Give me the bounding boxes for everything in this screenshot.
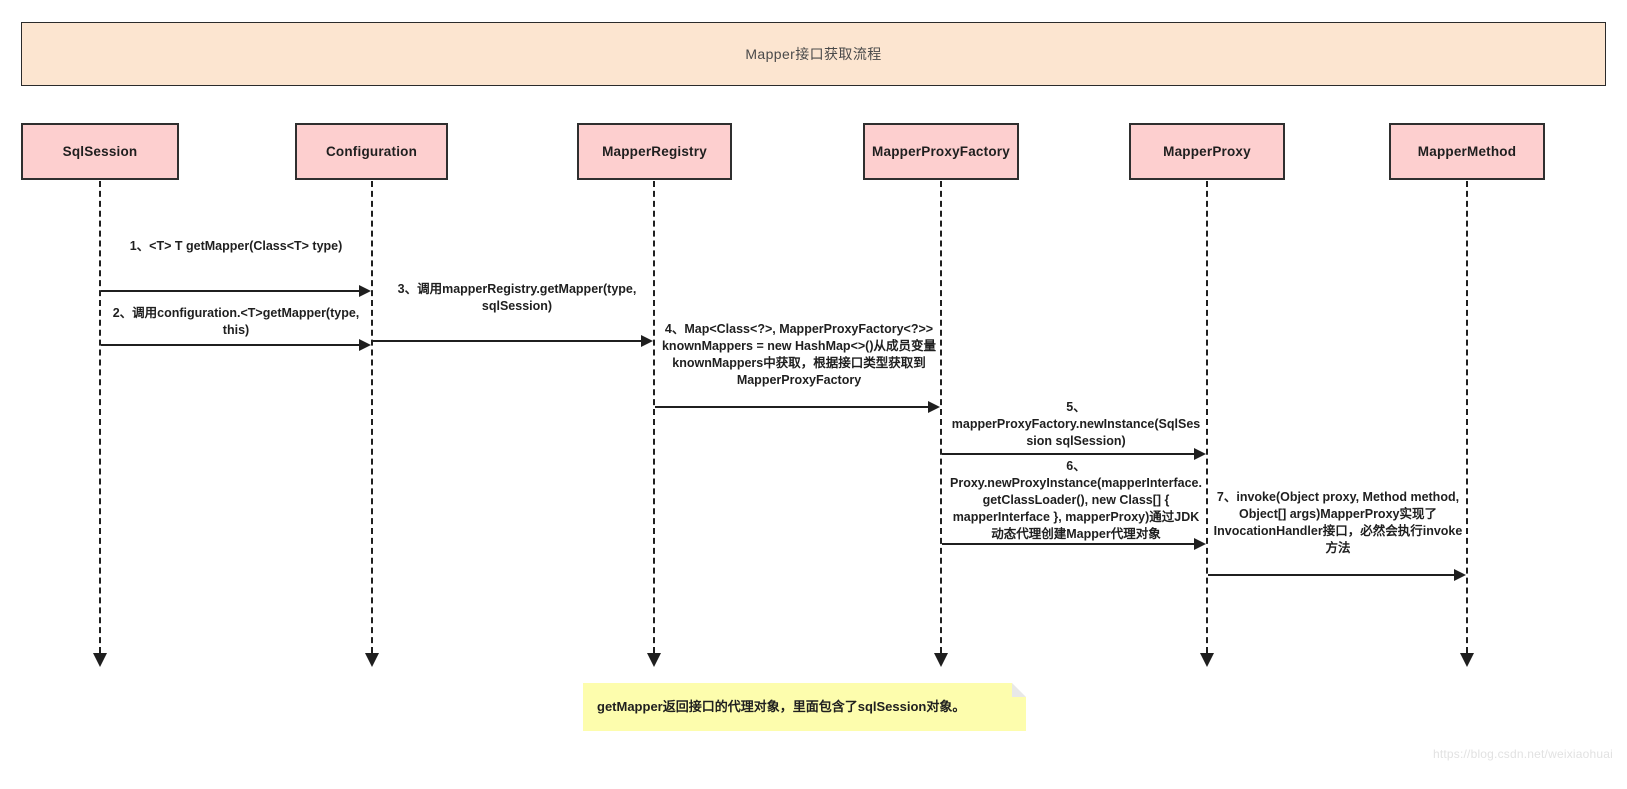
- diagram-title-banner: Mapper接口获取流程: [21, 22, 1606, 86]
- message-6-line: [942, 543, 1204, 545]
- note-text: getMapper返回接口的代理对象，里面包含了sqlSession对象。: [597, 699, 966, 714]
- message-6-arrow: [1194, 538, 1206, 550]
- page-title: Mapper接口获取流程: [745, 46, 882, 62]
- message-3-line: [373, 340, 643, 342]
- message-3-label: 3、调用mapperRegistry.getMapper(type, sqlSe…: [397, 282, 637, 313]
- lifeline-configuration: [371, 181, 373, 653]
- diagram-note: getMapper返回接口的代理对象，里面包含了sqlSession对象。: [583, 683, 1026, 731]
- participant-label: Configuration: [325, 144, 418, 159]
- participant-label: MapperProxy: [1163, 144, 1251, 159]
- participant-label: MapperRegistry: [602, 144, 707, 159]
- note-fold-corner: [1012, 683, 1026, 697]
- participant-mappermethod[interactable]: MapperMethod: [1389, 123, 1545, 180]
- message-5-arrow: [1194, 448, 1206, 460]
- lifeline-end-arrow-mapperproxyfactory: [934, 653, 948, 667]
- participant-mapperregistry[interactable]: MapperRegistry: [577, 123, 732, 180]
- message-7-arrow: [1454, 569, 1466, 581]
- lifeline-end-arrow-sqlsession: [93, 653, 107, 667]
- lifeline-end-arrow-configuration: [365, 653, 379, 667]
- message-7-label: 7、invoke(Object proxy, Method method, Ob…: [1213, 490, 1463, 555]
- participant-mapperproxyfactory[interactable]: MapperProxyFactory: [863, 123, 1019, 180]
- message-1-line: [101, 290, 361, 292]
- message-4-arrow: [928, 401, 940, 413]
- lifeline-mappermethod: [1466, 181, 1468, 653]
- lifeline-end-arrow-mappermethod: [1460, 653, 1474, 667]
- message-2-line: [101, 344, 361, 346]
- participant-mapperproxy[interactable]: MapperProxy: [1129, 123, 1285, 180]
- message-1-label: 1、<T> T getMapper(Class<T> type): [129, 239, 343, 253]
- lifeline-mapperregistry: [653, 181, 655, 653]
- participant-label: SqlSession: [62, 144, 138, 159]
- lifeline-mapperproxy: [1206, 181, 1208, 653]
- message-1-arrow: [359, 285, 371, 297]
- message-6-label: 6、Proxy.newProxyInstance(mapperInterface…: [950, 459, 1202, 541]
- lifeline-sqlsession: [99, 181, 101, 653]
- participant-label: MapperMethod: [1417, 144, 1517, 159]
- message-4-label: 4、Map<Class<?>, MapperProxyFactory<?>> k…: [661, 322, 936, 387]
- lifeline-mapperproxyfactory: [940, 181, 942, 653]
- lifeline-end-arrow-mapperproxy: [1200, 653, 1214, 667]
- message-3-arrow: [641, 335, 653, 347]
- message-7-line: [1208, 574, 1464, 576]
- message-4-line: [655, 406, 930, 408]
- watermark: https://blog.csdn.net/weixiaohuai: [1432, 747, 1613, 761]
- participant-sqlsession[interactable]: SqlSession: [21, 123, 179, 180]
- message-5-line: [942, 453, 1204, 455]
- message-5-label: 5、mapperProxyFactory.newInstance(SqlSess…: [951, 400, 1201, 448]
- participant-label: MapperProxyFactory: [872, 144, 1010, 159]
- lifeline-end-arrow-mapperregistry: [647, 653, 661, 667]
- participant-configuration[interactable]: Configuration: [295, 123, 448, 180]
- message-2-label: 2、调用configuration.<T>getMapper(type, thi…: [112, 306, 360, 337]
- message-2-arrow: [359, 339, 371, 351]
